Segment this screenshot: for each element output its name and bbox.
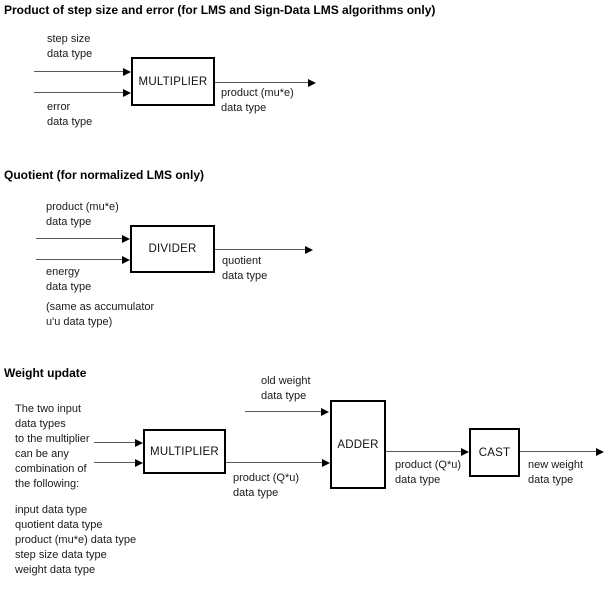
input-label-old-weight: old weight data type [261,375,311,402]
connector-line-error [34,92,124,93]
adder-block-label: ADDER [337,438,379,451]
section-title-quotient: Quotient (for normalized LMS only) [4,168,204,182]
output-label-product-mue: product (mu*e) data type [221,87,294,114]
arrowhead-icon [122,256,130,264]
arrowhead-icon [461,448,469,456]
input-note-accumulator: (same as accumulator u'u data type) [46,301,155,328]
arrowhead-icon [122,235,130,243]
output-label-quotient: quotient data type [222,255,268,282]
multiplier-block-weight: MULTIPLIER [143,429,226,474]
connector-line-product-output [215,82,308,83]
note-two-inputs: The two input data types to the multipli… [15,403,90,490]
arrowhead-icon [322,459,330,467]
cast-block: CAST [469,428,520,477]
arrowhead-icon [135,439,143,447]
arrowhead-icon [596,448,604,456]
arrowhead-icon [308,79,316,87]
arrowhead-icon [123,68,131,76]
multiplier-block-label: MULTIPLIER [150,445,219,458]
input-label-energy: energy data type [46,266,92,293]
connector-line-old-weight [245,411,321,412]
input-label-product-mue: product (mu*e) data type [46,201,119,228]
divider-block: DIVIDER [130,225,215,273]
note-datatype-list: input data type quotient data type produ… [15,504,137,576]
connector-line-mult-input2 [94,462,135,463]
label-product-qu-adder: product (Q*u) data type [395,459,462,486]
input-label-error: error data type [47,101,93,128]
multiplier-block: MULTIPLIER [131,57,215,106]
divider-block-label: DIVIDER [148,243,197,255]
output-label-new-weight: new weight data type [528,459,584,486]
connector-line-step-size [34,71,124,72]
cast-block-label: CAST [478,446,511,459]
arrowhead-icon [135,459,143,467]
connector-line-energy-input [36,259,122,260]
arrowhead-icon [123,89,131,97]
arrowhead-icon [305,246,313,254]
label-product-qu-mult: product (Q*u) data type [233,472,300,499]
adder-block: ADDER [330,400,386,489]
connector-line-quotient-output [215,249,305,250]
connector-line-product-input [36,238,122,239]
section-title-product: Product of step size and error (for LMS … [4,3,436,17]
connector-line-adder-output [386,451,461,452]
connector-line-cast-output [520,451,596,452]
arrowhead-icon [321,408,329,416]
input-label-step-size: step size data type [47,33,93,60]
section-title-weight-update: Weight update [4,366,87,380]
multiplier-block-label: MULTIPLIER [138,75,208,88]
connector-line-mult-output [226,462,322,463]
connector-line-mult-input1 [94,442,135,443]
